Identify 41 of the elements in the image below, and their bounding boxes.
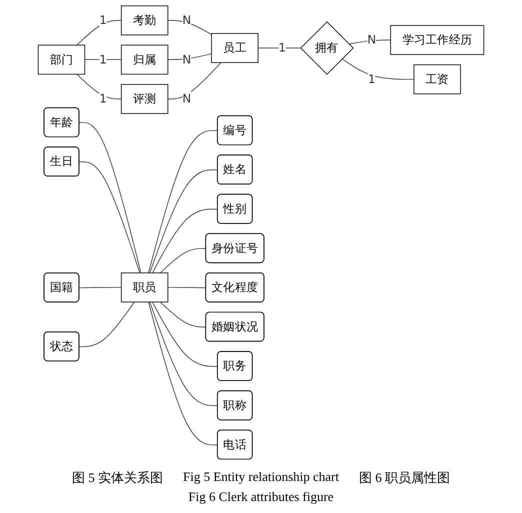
edge-label: N <box>367 32 376 47</box>
connector <box>160 248 206 274</box>
connector <box>149 302 218 406</box>
connector <box>78 287 122 288</box>
node-box: 部门 <box>38 44 86 75</box>
connector <box>168 20 212 35</box>
connector <box>168 62 222 100</box>
connector <box>152 208 218 274</box>
connector <box>76 74 122 100</box>
connector <box>168 287 206 288</box>
connector <box>78 302 135 348</box>
node-box: 学习工作经历 <box>390 25 484 55</box>
node-box: 评测 <box>120 84 168 114</box>
edge-label: N <box>182 92 192 106</box>
node-box: 工资 <box>414 64 461 94</box>
connector <box>84 59 122 60</box>
connector <box>148 302 218 446</box>
figure-caption: Fig 5 Entity relationship chart <box>183 469 339 486</box>
edge-label: N <box>182 52 192 66</box>
node-box: 职员 <box>120 272 168 302</box>
connector <box>160 302 206 328</box>
edge-label: N <box>182 13 192 27</box>
connector <box>76 20 122 46</box>
edge-label: 1 <box>278 40 286 55</box>
connector <box>78 161 140 274</box>
connector <box>148 130 218 274</box>
figure-caption: 图 6 职员属性图 <box>358 469 450 487</box>
node-diamond: 拥有 <box>300 21 354 75</box>
node-box: 员工 <box>211 33 258 63</box>
connector <box>342 58 414 80</box>
node-box: 归属 <box>120 44 168 75</box>
edge-label: 1 <box>99 52 107 66</box>
connector <box>149 169 218 274</box>
figure-caption: Fig 6 Clerk attributes figure <box>188 489 334 505</box>
figure-caption: 图 5 实体关系图 <box>72 469 163 487</box>
connector <box>78 122 142 274</box>
connector <box>152 302 218 367</box>
edge-label: 1 <box>99 92 107 106</box>
edge-label: 1 <box>368 72 376 86</box>
edge-label: 1 <box>99 13 107 27</box>
node-box: 考勤 <box>120 5 168 36</box>
